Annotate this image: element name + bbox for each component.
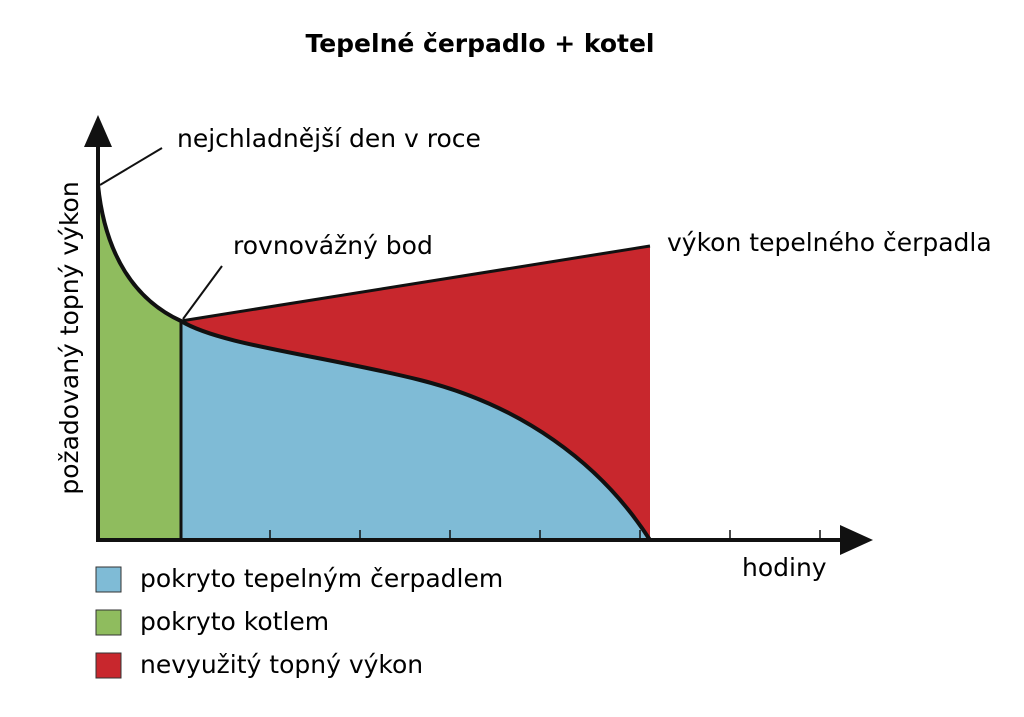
legend-label-boiler: pokryto kotlem [140,607,329,636]
boiler-covered-area [98,185,181,540]
balance-point-leader [182,265,223,320]
heat-pump-covered-area [181,321,650,540]
coldest-day-leader [99,147,163,186]
legend-label-heat-pump: pokryto tepelným čerpadlem [140,564,503,593]
heat-pump-output-annotation: výkon tepelného čerpadla [667,228,992,257]
legend-label-unused: nevyužitý topný výkon [140,650,423,679]
chart-title: Tepelné čerpadlo + kotel [305,29,654,58]
legend-swatch-boiler [95,609,122,636]
y-axis-arrow [84,115,112,147]
legend-swatch-heat-pump [95,566,122,593]
legend-swatch-unused [95,652,122,679]
x-axis-ticks [269,530,821,540]
balance-point-annotation: rovnovážný bod [233,231,433,260]
x-axis-label: hodiny [742,553,827,582]
legend: pokryto tepelným čerpadlem pokryto kotle… [95,564,503,679]
heat-pump-output-line [180,244,651,323]
x-axis-arrow [840,525,873,555]
unused-heating-output-area [181,246,650,540]
heating-demand-curve [96,184,652,542]
y-axis-label: požadovaný topný výkon [55,181,84,494]
coldest-day-annotation: nejchladnější den v roce [177,124,481,153]
